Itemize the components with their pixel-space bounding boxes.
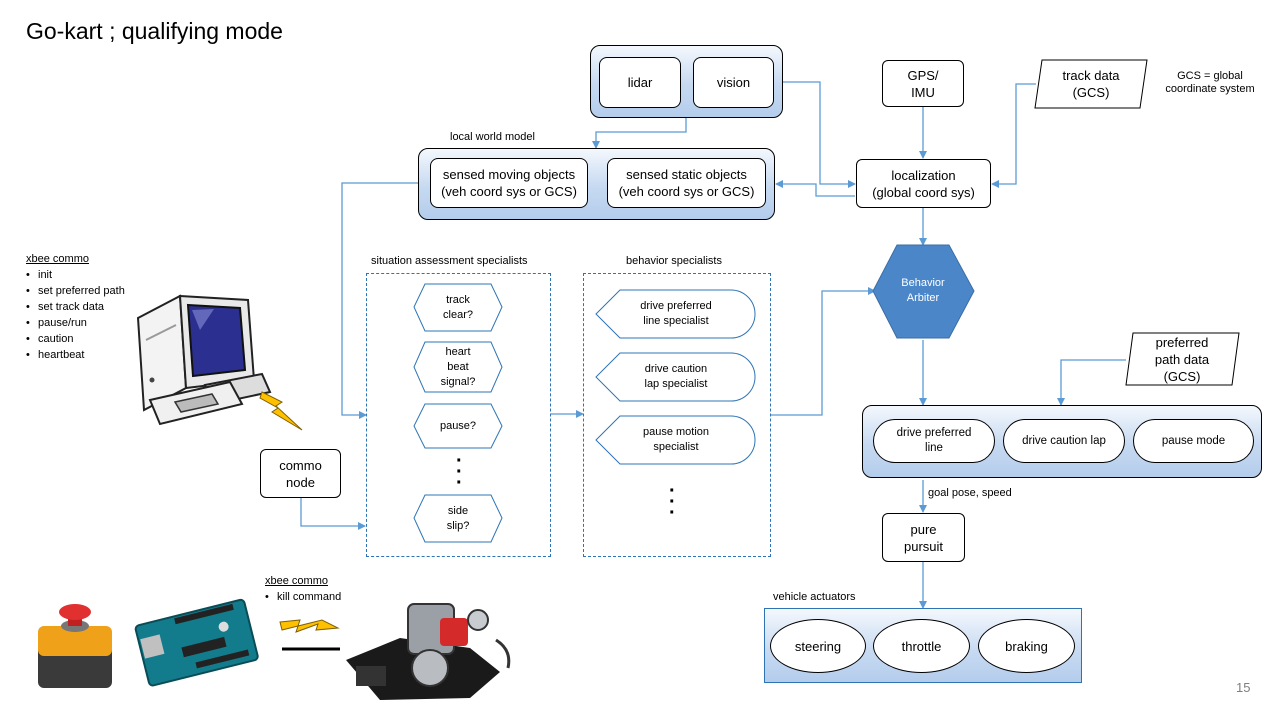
pure-pursuit-box[interactable]: pure pursuit [882, 513, 965, 562]
emergency-stop-icon [38, 604, 112, 688]
arduino-board-icon [134, 598, 259, 687]
side-slip-label[interactable]: side slip? [446, 504, 470, 532]
goal-pose-speed-label: goal pose, speed [928, 487, 1012, 499]
drive-preferred-line-mode[interactable]: drive preferred line [873, 419, 995, 463]
behavior-arbiter-label[interactable]: Behavior Arbiter [901, 277, 945, 304]
list-item: init [26, 267, 125, 283]
arrow-track-to-localization [991, 83, 1036, 188]
situation-frame [366, 273, 551, 557]
sensed-moving-objects-box[interactable]: sensed moving objects (veh coord sys or … [430, 158, 588, 208]
arrow-sensors-to-localization [783, 81, 856, 188]
localization-box[interactable]: localization (global coord sys) [856, 159, 991, 208]
heartbeat-signal-label[interactable]: heart beat signal? [440, 345, 476, 388]
xbee-commo-heading: xbee commo [26, 253, 89, 265]
list-item: pause/run [26, 315, 125, 331]
throttle-actuator[interactable]: throttle [873, 619, 970, 673]
drive-preferred-specialist-label[interactable]: drive preferred line specialist [640, 300, 712, 327]
sensed-static-objects-box[interactable]: sensed static objects (veh coord sys or … [607, 158, 766, 208]
slide-title: Go-kart ; qualifying mode [26, 18, 283, 44]
drive-caution-specialist-label[interactable]: drive caution lap specialist [644, 363, 708, 390]
arrow-sensors-to-world-model [592, 118, 687, 149]
kart-engine-icon [346, 603, 511, 700]
commo-node-box[interactable]: commo node [260, 449, 341, 498]
braking-actuator[interactable]: braking [978, 619, 1075, 673]
track-data-label: track data (GCS) [1062, 68, 1120, 100]
vehicle-actuators-label: vehicle actuators [773, 591, 856, 603]
ellipsis-icon: · · · [669, 480, 676, 524]
behavior-specialists-label: behavior specialists [626, 255, 722, 267]
list-item: heartbeat [26, 347, 125, 363]
situation-label: situation assessment specialists [371, 255, 528, 267]
pause-check-label[interactable]: pause? [439, 419, 477, 432]
list-item: set preferred path [26, 283, 125, 299]
local-world-model-label: local world model [450, 131, 535, 143]
slide-number: 15 [1236, 680, 1251, 695]
lidar-box[interactable]: lidar [599, 57, 681, 108]
gps-imu-box[interactable]: GPS/ IMU [882, 60, 964, 107]
drive-caution-lap-mode[interactable]: drive caution lap [1003, 419, 1125, 463]
list-item: caution [26, 331, 125, 347]
xbee-commo-heading: xbee commo [265, 575, 328, 587]
gcs-note: GCS = global coordinate system [1165, 70, 1255, 95]
lightning-icon [279, 619, 340, 633]
computer-icon [136, 294, 272, 426]
ellipsis-icon: · · · [456, 450, 463, 494]
track-clear-label[interactable]: track clear? [443, 293, 473, 321]
list-item: set track data [26, 299, 125, 315]
arrow-behavior-to-arbiter [771, 287, 876, 416]
arrow-commo-to-situation [300, 498, 366, 530]
pause-mode[interactable]: pause mode [1133, 419, 1254, 463]
preferred-path-label: preferred path data (GCS) [1154, 334, 1210, 384]
lightning-icon [259, 391, 303, 431]
arrow-path-to-modes [1057, 359, 1126, 406]
list-item: kill command [265, 589, 341, 605]
behavior-frame [583, 273, 771, 557]
pause-motion-specialist-label[interactable]: pause motion specialist [642, 426, 710, 453]
steering-actuator[interactable]: steering [770, 619, 866, 673]
xbee-commo-list: xbee commo init set preferred path set t… [26, 251, 125, 363]
vision-box[interactable]: vision [693, 57, 774, 108]
xbee-commo-kill-list: xbee commo kill command [265, 573, 341, 605]
arrow-localization-to-world-model [775, 180, 855, 197]
